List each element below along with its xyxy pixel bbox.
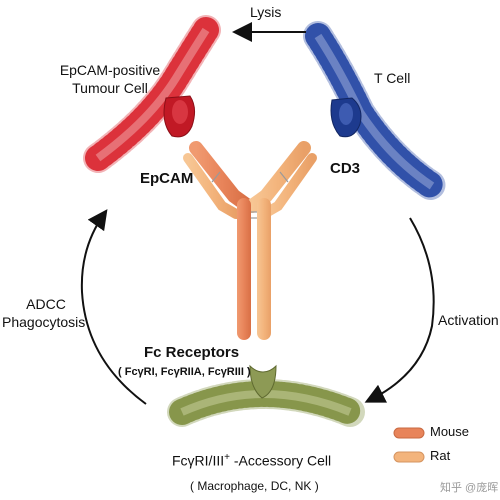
epcam-receptor xyxy=(163,95,196,138)
accessory-cell-types-label: ( Macrophage, DC, NK ) xyxy=(190,479,319,493)
legend-swatch-mouse xyxy=(393,427,425,439)
accessory-suffix: -Accessory Cell xyxy=(229,452,332,469)
fc-receptors-label: Fc Receptors xyxy=(144,344,240,361)
cd3-receptor xyxy=(330,97,362,138)
fc-receptor xyxy=(249,364,277,399)
accessory-prefix: FcγRI/III xyxy=(172,452,225,469)
accessory-sup: + xyxy=(224,452,230,463)
legend-label-rat: Rat xyxy=(430,448,451,463)
lysis-label: Lysis xyxy=(250,4,282,20)
activation-label: Activation xyxy=(438,312,499,328)
adcc-arrow xyxy=(80,209,147,405)
watermark: 知乎 @庞晖 xyxy=(440,482,499,494)
accessory-cell-membrane xyxy=(167,379,365,427)
accessory-cell-label: FcγRI/III+ -Accessory Cell xyxy=(172,452,331,469)
tumour-cell-label-line2: Tumour Cell xyxy=(72,80,148,96)
tumour-cell-membrane xyxy=(83,15,221,173)
legend-label-mouse: Mouse xyxy=(430,424,470,439)
legend-swatch-rat xyxy=(393,451,425,463)
fc-subtypes-label: ( FcγRI, FcγRIIA, FcγRIII ) xyxy=(118,366,251,378)
tumour-cell-label-line1: EpCAM-positive xyxy=(59,62,161,78)
adcc-label: ADCC xyxy=(26,296,66,312)
cd3-label: CD3 xyxy=(330,160,361,177)
t-cell-label: T Cell xyxy=(374,70,411,86)
phagocytosis-label: Phagocytosis xyxy=(2,314,86,330)
antibody xyxy=(183,141,317,340)
activation-arrow xyxy=(364,217,435,403)
epcam-label: EpCAM xyxy=(140,170,194,187)
